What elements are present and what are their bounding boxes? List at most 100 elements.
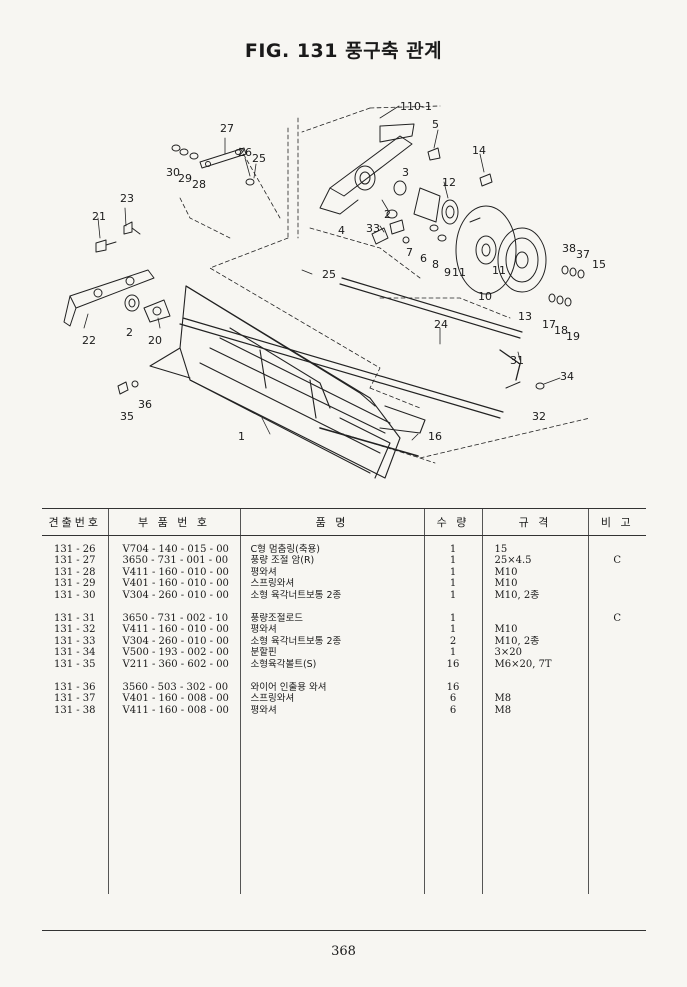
bottom-left-screw [117, 380, 139, 395]
cell-spec: 15 [481, 535, 588, 556]
cell-part-no: V304 - 260 - 010 - 00 [107, 635, 240, 648]
cell-ref: 131 - 32 [53, 624, 96, 636]
callout-28: 28 [192, 178, 206, 191]
cell-qty: 1 [423, 566, 482, 579]
table-row: 131 - 38 V411 - 160 - 008 - 00 평와셔 6 M8 [42, 704, 646, 717]
cell-part-no: V500 - 193 - 002 - 00 [107, 647, 240, 659]
cell-spec: M6×20, 7T [481, 658, 588, 671]
callout-29: 29 [178, 172, 192, 185]
callout-23: 23 [120, 192, 134, 205]
right-washers [479, 173, 585, 307]
cell-qty: 16 [423, 658, 482, 671]
cell-spec: 3×20 [481, 647, 588, 659]
leader-lines [83, 105, 561, 441]
cell-spec: M8 [481, 693, 588, 705]
cell-qty: 2 [423, 635, 482, 648]
cell-spec: M10 [481, 566, 588, 579]
table-row: 131 - 35 V211 - 360 - 602 - 00 소형육각볼트(S)… [42, 658, 646, 671]
cell-part-no: V411 - 160 - 008 - 00 [107, 704, 240, 717]
table-empty-space [42, 716, 646, 895]
main-frame [149, 285, 426, 479]
cell-remark [587, 624, 646, 636]
table-row: 131 - 29 V401 - 160 - 010 - 00 스프링와셔 1 M… [42, 578, 646, 590]
callout-38: 38 [562, 242, 576, 255]
cell-part-no: 3650 - 731 - 002 - 10 [107, 613, 240, 625]
cell-ref: 131 - 37 [53, 693, 96, 705]
cell-part-no: V411 - 160 - 010 - 00 [107, 624, 240, 636]
callout-25-upper: 25 [252, 152, 266, 165]
cell-ref: 131 - 38 [53, 704, 96, 716]
cell-part-no: V401 - 160 - 010 - 00 [107, 578, 240, 590]
callout-36: 36 [138, 398, 152, 411]
cell-ref: 131 - 30 [53, 589, 96, 601]
cell-name: 분할핀 [239, 647, 424, 659]
left-bolts [95, 221, 141, 253]
cell-name: 스프링와셔 [239, 693, 424, 705]
cell-name: 풍량 조절 암(R) [239, 555, 424, 567]
cell-ref: 131 - 28 [53, 566, 96, 578]
table-row: 131 - 36 3560 - 503 - 302 - 00 와이어 인출용 와… [42, 682, 646, 694]
table-spacer-row [42, 670, 646, 683]
cell-name: C형 멈춤링(축용) [239, 535, 424, 556]
cell-ref: 131 - 29 [53, 578, 96, 590]
callout-30: 30 [166, 166, 180, 179]
callout-25-lower: 25 [322, 268, 336, 281]
cell-qty: 1 [423, 555, 482, 567]
callout-22: 22 [82, 334, 96, 347]
pulley [497, 227, 547, 293]
table-spacer-row [42, 601, 646, 614]
table-body: 131 - 26 V704 - 140 - 015 - 00 C형 멈춤링(축용… [42, 535, 646, 895]
cell-remark: C [587, 555, 646, 567]
table-row: 131 - 31 3650 - 731 - 002 - 10 풍량조절로드 1 … [42, 613, 646, 625]
cell-remark [587, 658, 646, 671]
cell-part-no: V211 - 360 - 602 - 00 [107, 658, 240, 671]
callout-37: 37 [576, 248, 590, 261]
cell-spec: M10 [481, 578, 588, 590]
figure-title: FIG. 131 풍구축 관계 [244, 40, 443, 62]
cell-name: 스프링와셔 [239, 578, 424, 590]
callout-21: 21 [92, 210, 106, 223]
cell-remark [587, 566, 646, 579]
callout-6: 6 [420, 252, 427, 265]
right-linkage [319, 123, 441, 215]
cell-qty: 1 [423, 647, 482, 659]
cell-ref: 131 - 36 [53, 682, 96, 694]
cell-part-no: V704 - 140 - 015 - 00 [107, 535, 240, 556]
cell-qty: 16 [423, 682, 482, 694]
header-spec: 규 격 [481, 508, 588, 536]
cell-qty: 6 [423, 704, 482, 717]
cell-part-no: V411 - 160 - 010 - 00 [107, 566, 240, 579]
cell-remark [587, 682, 646, 694]
callout-7: 7 [406, 246, 413, 259]
callout-20: 20 [148, 334, 162, 347]
cell-spec [481, 682, 588, 694]
cell-qty: 1 [423, 624, 482, 636]
callout-12: 12 [442, 176, 456, 189]
callout-labels: 110-1 5 14 27 26 25 30 29 28 3 12 2 4 33… [82, 100, 606, 443]
callout-32: 32 [532, 410, 546, 423]
header-quantity: 수 량 [423, 508, 482, 536]
callout-15: 15 [592, 258, 606, 271]
callout-17: 17 [542, 318, 556, 331]
callout-8: 8 [432, 258, 439, 271]
cell-remark [587, 578, 646, 590]
cell-part-no: 3560 - 503 - 302 - 00 [107, 682, 240, 694]
callout-10: 10 [478, 290, 492, 303]
cell-remark [587, 704, 646, 717]
table-row: 131 - 37 V401 - 160 - 008 - 00 스프링와셔 6 M… [42, 693, 646, 705]
dashed-guide-lines [179, 105, 591, 464]
callout-18: 18 [554, 324, 568, 337]
callout-2-upper: 2 [384, 208, 391, 221]
table-row: 131 - 34 V500 - 193 - 002 - 00 분할핀 1 3×2… [42, 647, 646, 659]
bearing-unit [386, 187, 459, 242]
cell-remark: C [587, 613, 646, 625]
header-remark: 비 고 [587, 508, 646, 536]
callout-16: 16 [428, 430, 442, 443]
cell-remark [587, 635, 646, 648]
adjust-rod [499, 349, 545, 390]
callout-1: 1 [238, 430, 245, 443]
table-row: 131 - 30 V304 - 260 - 010 - 00 소형 육각너트보통… [42, 589, 646, 602]
table-row: 131 - 33 V304 - 260 - 010 - 00 소형 육각너트보통… [42, 635, 646, 648]
table-header-row: 견출번호 부 품 번 호 품 명 수 량 규 격 비 고 [42, 508, 646, 536]
